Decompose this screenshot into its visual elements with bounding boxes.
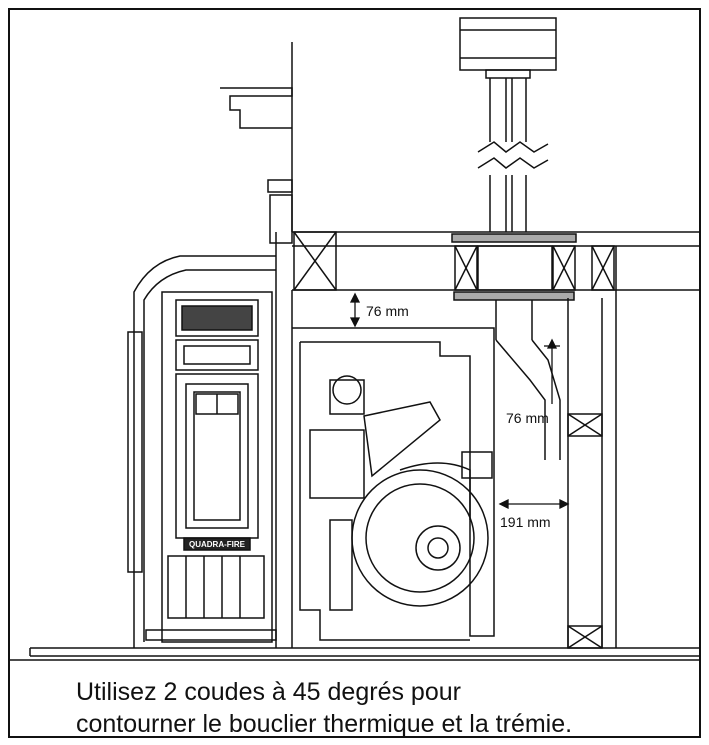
chimney-chase: [220, 42, 293, 648]
outer-border: [8, 8, 701, 738]
top-clearance-marker: [349, 292, 361, 328]
caption: Utilisez 2 coudes à 45 degrés pour conto…: [76, 676, 572, 740]
pipe-offset-marker: [544, 338, 560, 404]
top-clearance-label: 76 mm: [366, 303, 409, 319]
stove: [127, 255, 277, 648]
stove-badge: QUADRA-FIRE: [189, 540, 246, 549]
pipe-offset-label: 76 mm: [506, 410, 549, 426]
side-clearance-marker: [498, 498, 570, 510]
vent-pipe: [451, 17, 577, 460]
caption-line-2: contourner le bouclier thermique et la t…: [76, 710, 573, 738]
caption-line-1: Utilisez 2 coudes à 45 degrés pour: [76, 678, 461, 706]
side-clearance-label: 191 mm: [500, 514, 551, 530]
stove-internals: [292, 327, 495, 641]
wall-studs: [567, 246, 617, 649]
